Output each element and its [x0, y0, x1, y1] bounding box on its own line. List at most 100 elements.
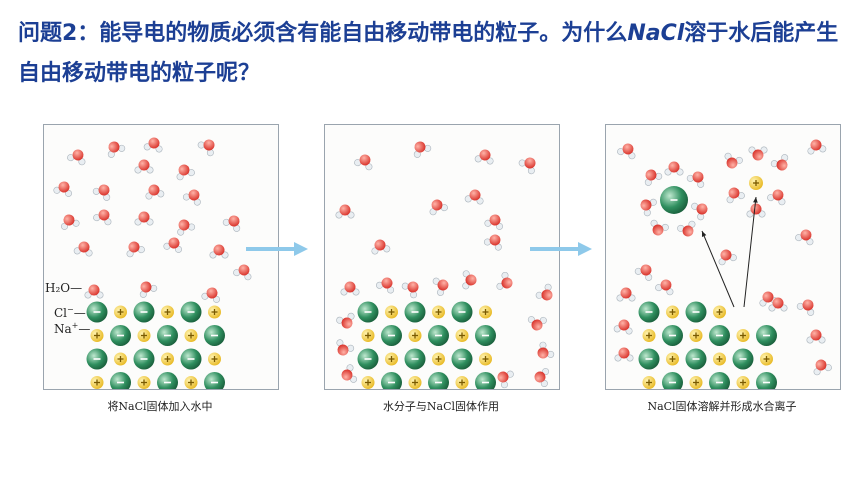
chloride-ion	[685, 348, 707, 370]
water-molecule	[182, 189, 201, 206]
water-molecule	[748, 146, 768, 161]
water-molecule	[134, 159, 154, 174]
water-molecule	[616, 287, 636, 302]
sodium-ion	[137, 376, 151, 389]
sodium-ion	[385, 305, 398, 319]
water-molecule	[807, 139, 827, 155]
sodium-ion	[455, 329, 469, 342]
chloride-ion	[756, 372, 777, 389]
water-molecule	[93, 209, 112, 226]
chloride-ion	[756, 325, 777, 346]
water-molecule	[341, 364, 358, 383]
panel-add-nacl-to-water	[43, 124, 279, 390]
sodium-ion	[90, 376, 104, 389]
chloride-ion	[475, 325, 496, 346]
water-molecule	[126, 241, 145, 258]
sodium-ion	[184, 329, 198, 342]
water-molecule	[677, 220, 696, 237]
sodium-ion	[432, 305, 445, 319]
chloride-ion	[157, 372, 178, 389]
water-molecule	[222, 215, 241, 232]
sodium-ion	[90, 329, 104, 342]
sodium-ion	[408, 376, 422, 389]
water-molecule	[484, 214, 504, 230]
chloride-ion	[475, 372, 496, 389]
water-molecule	[613, 319, 633, 335]
sodium-ion	[385, 352, 398, 366]
water-molecule	[340, 281, 360, 296]
water-molecule	[233, 264, 252, 281]
sodium-ion	[666, 352, 679, 366]
water-molecule	[53, 181, 73, 197]
water-molecule	[483, 234, 502, 251]
chloride-ion	[451, 348, 473, 370]
sodium-ion	[642, 376, 656, 389]
water-molecule	[527, 316, 547, 331]
water-molecule	[371, 239, 391, 255]
water-molecule	[718, 249, 737, 266]
sodium-ion	[161, 305, 174, 319]
water-molecule	[201, 287, 221, 303]
panel-water-interacts-with-nacl	[324, 124, 560, 390]
water-molecule	[176, 164, 195, 181]
chloride-ion	[133, 348, 155, 370]
chloride-ion	[404, 301, 426, 323]
sodium-ion	[713, 352, 726, 366]
sodium-ion	[479, 352, 492, 366]
question-suffix: 溶于水后能产生自由移动带电的粒子呢？	[18, 21, 839, 86]
water-molecule	[73, 241, 93, 257]
chloride-ion	[110, 372, 131, 389]
water-molecule	[67, 149, 86, 166]
chloride-ion	[404, 348, 426, 370]
water-molecule	[655, 279, 674, 296]
question-formula: NaCl	[627, 21, 685, 46]
sodium-ion	[689, 329, 703, 342]
water-molecule	[134, 211, 154, 226]
caption-panel-1: 将NaCl固体加入水中	[107, 400, 213, 413]
water-molecule	[336, 339, 355, 356]
chloride-ion	[180, 348, 202, 370]
water-molecule	[474, 149, 494, 165]
water-molecule	[496, 271, 513, 290]
water-molecule	[617, 143, 636, 160]
chloride-ion	[86, 348, 108, 370]
chloride-ion	[709, 325, 730, 346]
panel-nacl-dissolves-hydrated-ions	[605, 124, 841, 390]
water-molecule	[686, 171, 705, 188]
sodium-ion	[161, 352, 174, 366]
water-molecule	[462, 270, 477, 290]
water-molecule	[464, 189, 484, 205]
water-molecule	[664, 161, 684, 176]
water-molecule	[335, 204, 355, 219]
sodium-ion	[760, 352, 773, 366]
water-molecule	[644, 169, 663, 186]
chloride-ion	[381, 325, 402, 346]
water-molecule	[401, 281, 419, 299]
chloride-ion	[732, 348, 754, 370]
chloride-ion	[638, 348, 660, 370]
water-molecule	[197, 139, 215, 157]
water-molecule	[534, 368, 550, 387]
water-molecule	[795, 229, 814, 246]
chloride-ion	[110, 325, 131, 346]
sodium-ion	[642, 329, 656, 342]
water-molecule	[60, 214, 80, 230]
sodium-ion	[361, 376, 375, 389]
sodium-ion	[736, 329, 750, 342]
sodium-ion	[208, 352, 221, 366]
chloride-ion	[133, 301, 155, 323]
sodium-ion	[137, 329, 151, 342]
chloride-ion	[685, 301, 707, 323]
water-molecule	[429, 199, 448, 216]
chloride-ion	[86, 301, 108, 323]
water-molecule	[691, 202, 708, 221]
sodium-ion	[749, 176, 763, 190]
water-molecule	[163, 237, 183, 253]
water-molecule	[376, 277, 395, 294]
sodium-ion	[689, 376, 703, 389]
sodium-ion	[736, 376, 750, 389]
label-water: H₂O—	[45, 281, 83, 295]
question-text: 问题2：能导电的物质必须含有能自由移动带电的粒子。为什么NaCl溶于水后能产生自…	[18, 14, 848, 94]
water-molecule	[432, 277, 449, 296]
question-prefix: 问题2：能导电的物质必须含有能自由移动带电的粒子。为什么	[18, 21, 628, 46]
